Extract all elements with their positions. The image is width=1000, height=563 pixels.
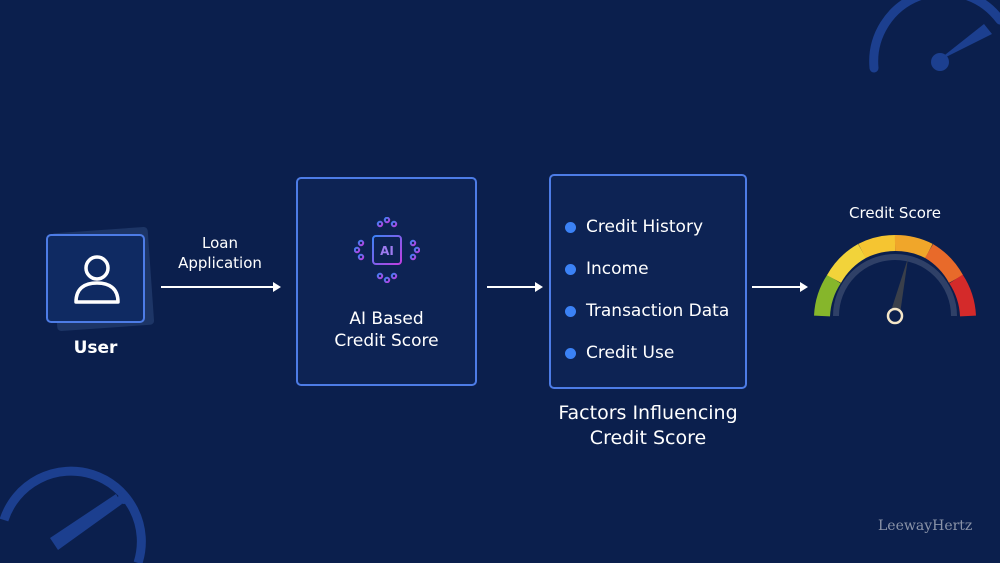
user-card <box>46 234 145 323</box>
speedometer-decoration-icon <box>0 466 146 563</box>
factor-item: Income <box>565 248 729 290</box>
factor-item: Credit History <box>565 206 729 248</box>
factors-list: Credit History Income Transaction Data C… <box>565 206 729 374</box>
factors-box <box>549 174 747 389</box>
arrow-user-to-ai <box>161 282 281 292</box>
ai-box-label-line2: Credit Score <box>334 331 439 352</box>
bullet-icon <box>565 305 576 317</box>
factors-caption: Factors Influencing Credit Score <box>538 401 758 450</box>
arrow-factors-to-gauge <box>752 282 808 292</box>
user-icon <box>74 255 120 304</box>
user-label: User <box>73 338 118 358</box>
factor-label: Income <box>586 259 649 279</box>
loan-application-line2: Application <box>178 253 262 272</box>
credit-score-gauge-icon <box>814 235 976 325</box>
factor-item: Credit Use <box>565 332 729 374</box>
speedometer-decoration-icon <box>869 0 1000 73</box>
ai-box-label-line1: AI Based <box>349 309 424 329</box>
loan-application-label: Loan Application <box>160 234 280 273</box>
bullet-icon <box>565 263 576 275</box>
factor-label: Credit Use <box>586 343 675 363</box>
loan-application-line1: Loan <box>202 234 238 252</box>
factors-caption-line1: Factors Influencing <box>558 402 738 424</box>
factors-caption-line2: Credit Score <box>589 426 707 449</box>
ai-box-label: AI Based Credit Score <box>298 308 475 352</box>
bullet-icon <box>565 347 576 359</box>
bullet-icon <box>565 221 576 233</box>
arrow-ai-to-factors <box>487 282 543 292</box>
gauge-label: Credit Score <box>849 204 941 222</box>
factor-label: Transaction Data <box>586 301 730 321</box>
ai-chip-text: AI <box>380 244 394 258</box>
watermark: LeewayHertz <box>878 518 973 534</box>
ai-credit-score-box: AI AI Based Credit Score <box>296 177 477 386</box>
factor-item: Transaction Data <box>565 290 729 332</box>
ai-chip-icon: AI <box>354 217 420 283</box>
factor-label: Credit History <box>586 217 704 237</box>
